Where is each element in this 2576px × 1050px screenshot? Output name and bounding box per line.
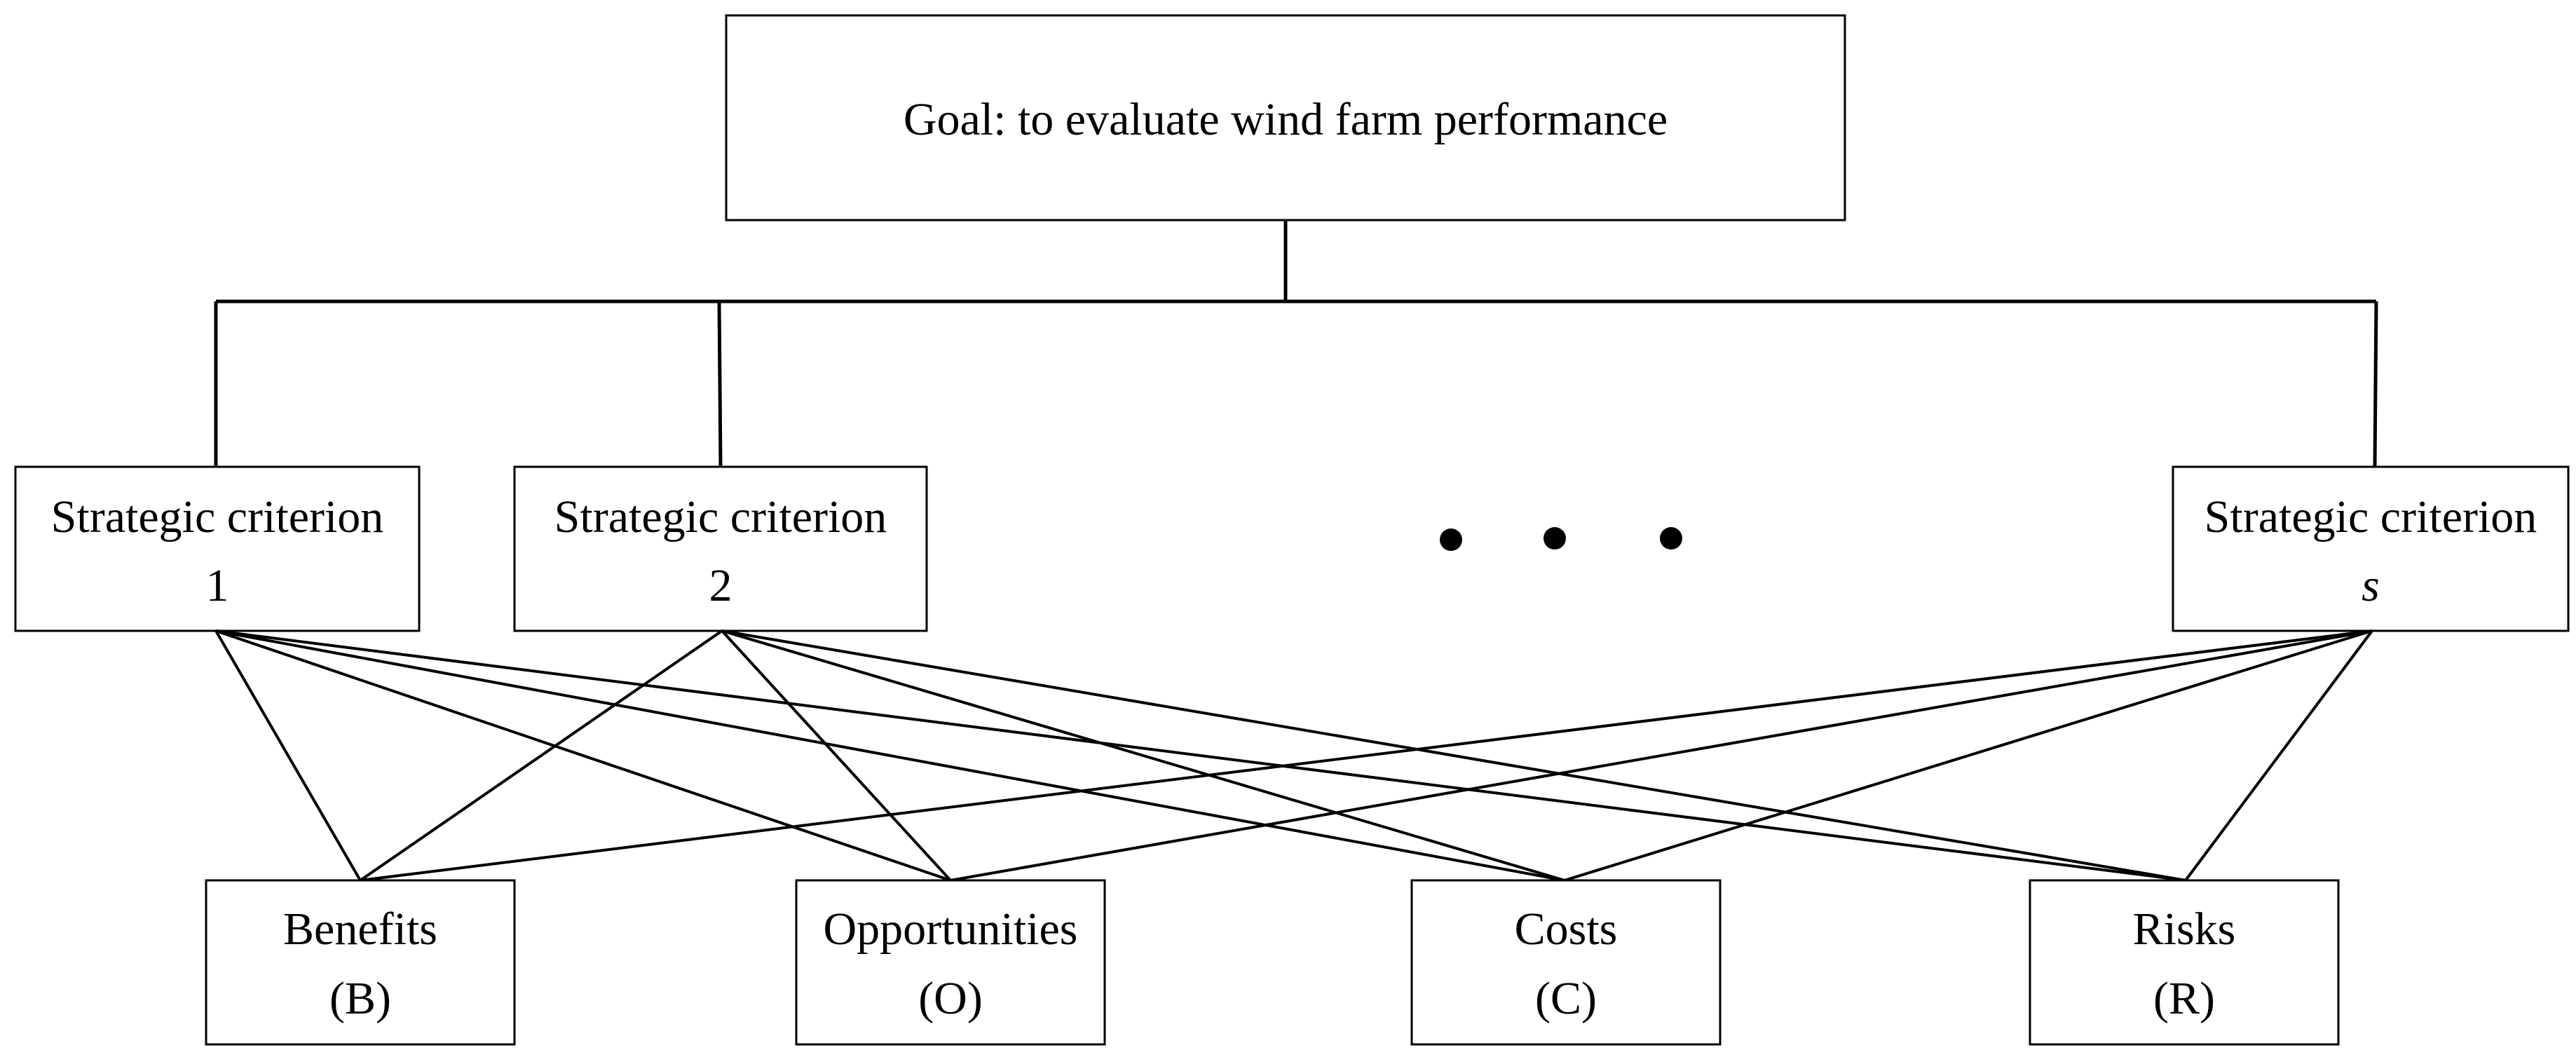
ellipsis-dot [1440, 529, 1462, 551]
criterion-label-line1: Strategic criterion [2204, 491, 2537, 543]
merit-node-opportunities: Opportunities (O) [795, 879, 1106, 1046]
criterion-box [513, 465, 928, 632]
edge-c2-opportunities [721, 629, 952, 882]
merit-label-line1: Opportunities [824, 904, 1078, 955]
ellipsis-dots [1440, 527, 1682, 551]
edge-c2-benefits [359, 629, 723, 882]
criterion-node-s: Strategic criterion s [2172, 465, 2570, 632]
merit-label-line1: Risks [2133, 904, 2236, 955]
edge-cs-benefits [360, 629, 2373, 882]
merit-label-line2: (B) [329, 973, 391, 1024]
criterion-label-line2: s [2362, 560, 2380, 611]
criterion-node-2: Strategic criterion 2 [513, 465, 928, 632]
merit-label-line1: Costs [1515, 904, 1618, 955]
edge-c1-costs [215, 629, 1565, 882]
ellipsis-dot [1660, 527, 1682, 550]
merit-label-line1: Benefits [283, 904, 437, 955]
goal-box [725, 14, 1846, 221]
merit-node-benefits: Benefits (B) [205, 879, 516, 1046]
merit-box [795, 879, 1106, 1046]
drop-criterion-2 [717, 301, 723, 468]
goal-label: Goal: to evaluate wind farm performance [904, 94, 1668, 145]
edge-c1-risks [215, 629, 2186, 882]
drop-criterion-s [2373, 301, 2378, 468]
merit-label-line2: (C) [1535, 973, 1597, 1024]
edge-c2-risks [721, 629, 2186, 882]
merit-connectors [214, 629, 2373, 882]
merit-node-risks: Risks (R) [2029, 879, 2340, 1046]
merit-node-costs: Costs (C) [1410, 879, 1722, 1046]
criterion-box [2172, 465, 2570, 632]
criterion-label-line2: 2 [709, 560, 732, 611]
merit-box [2029, 879, 2340, 1046]
merit-box [205, 879, 516, 1046]
criterion-node-1: Strategic criterion 1 [14, 465, 421, 632]
edge-c2-costs [721, 629, 1565, 882]
criterion-label-line1: Strategic criterion [554, 491, 887, 543]
goal-connectors [214, 220, 2378, 468]
edge-c1-opportunities [215, 629, 951, 882]
edge-c1-benefits [214, 629, 362, 882]
merit-box [1410, 879, 1722, 1046]
edge-cs-costs [1564, 629, 2373, 882]
criterion-box [14, 465, 421, 632]
goal-node: Goal: to evaluate wind farm performance [725, 14, 1846, 221]
merit-label-line2: (R) [2153, 973, 2215, 1024]
edge-cs-risks [2184, 629, 2373, 882]
edge-cs-opportunities [950, 629, 2373, 882]
ellipsis-dot [1543, 527, 1566, 550]
criterion-label-line2: 1 [206, 560, 229, 611]
merit-label-line2: (O) [918, 973, 983, 1024]
criterion-label-line1: Strategic criterion [51, 491, 384, 543]
